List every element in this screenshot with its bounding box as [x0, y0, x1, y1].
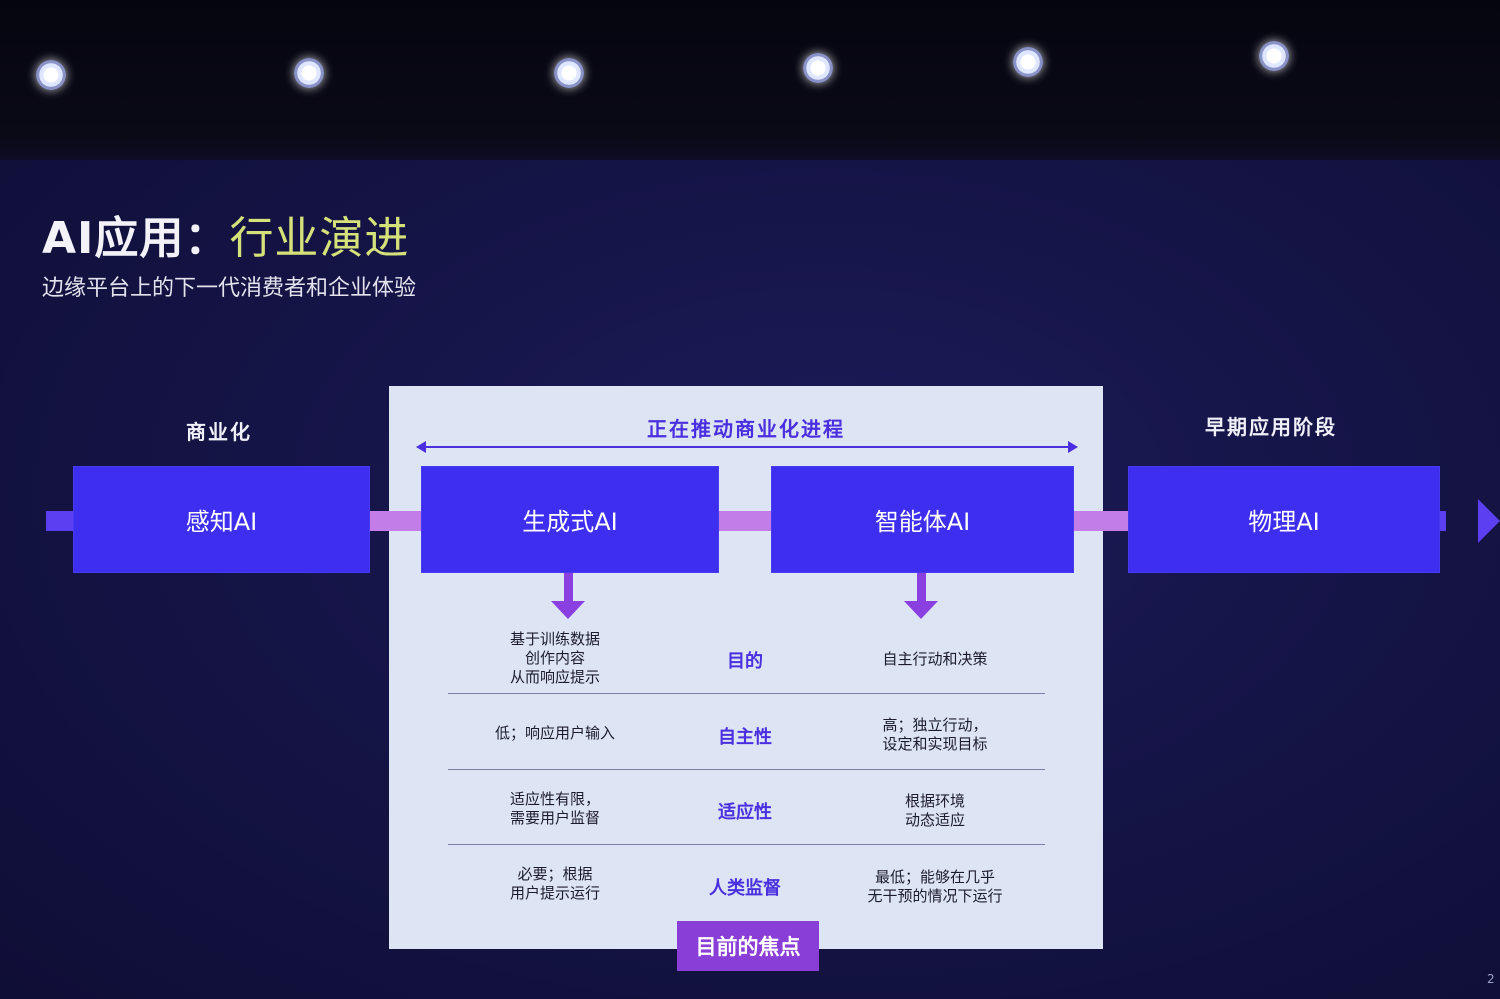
stage-box-agentic-ai: 智能体AI — [771, 466, 1074, 573]
generative-oversight: 必要；根据 用户提示运行 — [509, 865, 600, 902]
down-arrow-icon — [551, 573, 585, 619]
row-divider — [448, 844, 1045, 845]
stage-light-icon — [554, 58, 584, 88]
title-prefix: AI应用： — [42, 213, 230, 264]
stage-light-icon — [1259, 41, 1289, 71]
slide-title: AI应用：行业演进 — [42, 202, 409, 266]
row-divider — [448, 693, 1045, 694]
agentic-adaptability: 根据环境 动态适应 — [904, 792, 965, 829]
generative-purpose: 基于训练数据 创作内容 从而响应提示 — [509, 630, 600, 686]
down-arrow-icon — [904, 573, 938, 619]
flow-line-segment — [1074, 511, 1103, 531]
stage-box-perception-ai: 感知AI — [73, 466, 370, 573]
panel-heading: 正在推动商业化进程 — [647, 417, 845, 441]
current-focus-badge: 目前的焦点 — [677, 921, 819, 971]
stage-light-icon — [36, 60, 66, 90]
double-arrow-icon — [416, 441, 1078, 453]
row-label-purpose: 目的 — [727, 651, 763, 672]
stage-light-icon — [1013, 47, 1043, 77]
agentic-autonomy: 高；独立行动， 设定和实现目标 — [882, 716, 988, 753]
row-label-adaptability: 适应性 — [718, 802, 772, 823]
flow-line-segment — [719, 511, 771, 531]
flow-line-segment — [389, 511, 421, 531]
row-label-oversight: 人类监督 — [709, 878, 781, 899]
stage-light-icon — [294, 58, 324, 88]
stage-box-physical-ai: 物理AI — [1128, 466, 1440, 573]
title-accent: 行业演进 — [229, 213, 410, 264]
slide-subtitle: 边缘平台上的下一代消费者和企业体验 — [42, 276, 417, 301]
generative-autonomy: 低；响应用户输入 — [494, 724, 615, 742]
commercialized-label: 商业化 — [186, 420, 252, 444]
early-stage-label: 早期应用阶段 — [1205, 415, 1337, 439]
row-label-autonomy: 自主性 — [718, 727, 772, 748]
row-divider — [448, 769, 1045, 770]
stage-ceiling — [0, 0, 1500, 160]
agentic-purpose: 自主行动和决策 — [882, 650, 988, 668]
agentic-oversight: 最低；能够在几乎 无干预的情况下运行 — [867, 868, 1003, 905]
page-number: 2 — [1487, 972, 1495, 986]
stage-box-generative-ai: 生成式AI — [421, 466, 719, 573]
stage-light-icon — [803, 53, 833, 83]
flow-arrow-icon — [1478, 499, 1500, 543]
generative-adaptability: 适应性有限， 需要用户监督 — [509, 790, 600, 827]
